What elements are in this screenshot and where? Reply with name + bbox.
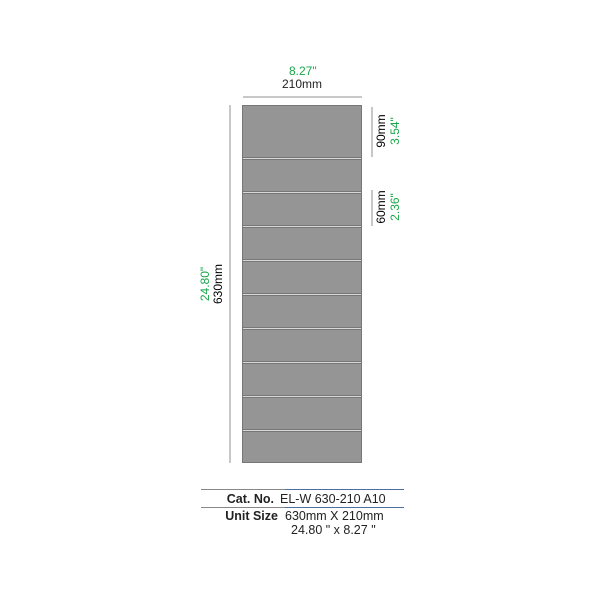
shelf-divider <box>243 293 361 296</box>
shelf-divider <box>243 259 361 262</box>
height-dimension-line <box>229 105 231 463</box>
spec-top-rule-accent <box>285 489 404 490</box>
unit-size-mm: 630mm X 210mm <box>285 509 384 523</box>
cat-no-value: EL-W 630-210 A10 <box>280 492 386 506</box>
shelf-divider <box>243 327 361 330</box>
spec-top-rule <box>201 489 285 490</box>
height-inch-label: 24.80" <box>198 266 212 302</box>
shelf-dimension-line <box>371 190 373 226</box>
top-shelf-mm-label: 90mm <box>374 114 388 148</box>
unit-size-label: Unit Size <box>225 509 278 523</box>
spec-mid-rule <box>201 507 285 508</box>
top-shelf-dimension-line <box>371 107 373 157</box>
wall-shelf-panel <box>242 105 362 463</box>
width-mm-label: 210mm <box>282 77 323 91</box>
width-inch-label: 8.27" <box>289 64 317 78</box>
shelf-divider <box>243 429 361 432</box>
shelf-divider <box>243 157 361 160</box>
cat-no-label: Cat. No. <box>226 492 274 506</box>
height-mm-label: 630mm <box>211 264 225 305</box>
shelf-divider <box>243 395 361 398</box>
shelf-inch-label: 2.36" <box>388 193 402 221</box>
unit-size-inch: 24.80 " x 8.27 " <box>291 523 376 537</box>
top-shelf-inch-label: 3.54" <box>388 117 402 145</box>
shelf-mm-label: 60mm <box>374 190 388 224</box>
shelf-divider <box>243 225 361 228</box>
width-dimension-line <box>243 96 362 98</box>
shelf-divider <box>243 361 361 364</box>
spec-mid-rule-accent <box>285 507 404 508</box>
shelf-divider <box>243 191 361 194</box>
